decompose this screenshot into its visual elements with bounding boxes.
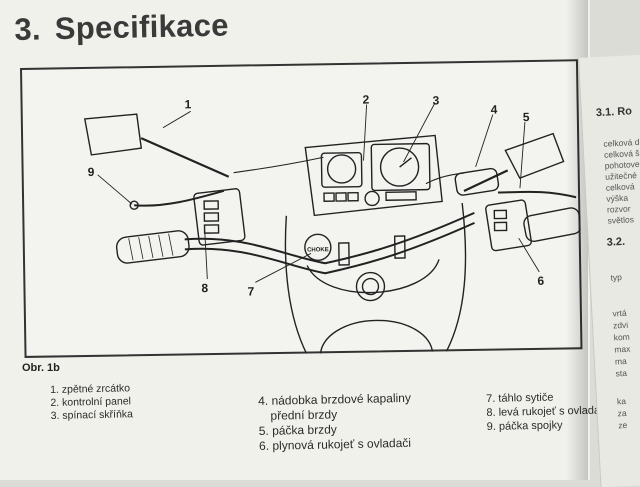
ignition-switch-icon (364, 190, 380, 207)
choke-label: CHOKE (307, 247, 329, 253)
figure-caption: Obr. 1b (22, 362, 60, 374)
facing-page-line: typ (610, 272, 623, 283)
callout-7: 7 (247, 284, 255, 299)
facing-page-line: celková š (603, 147, 640, 160)
legend-item: 6. plynová rukojeť s ovladači (258, 435, 412, 453)
callout-5: 5 (522, 110, 530, 125)
legend-column-2: 4. nádobka brzdové kapaliny přední brzdy… (258, 391, 412, 454)
facing-page-line: rozvor (606, 203, 631, 215)
choke-knob-icon (304, 233, 332, 262)
facing-page-line: ma (614, 355, 627, 367)
legend-column-3: 7. táhlo sytiče 8. levá rukojeť s ovlada… (486, 389, 608, 434)
left-grip-icon (115, 230, 190, 264)
section-heading: 3. Specifikace (14, 8, 229, 48)
facing-page-line: světlos (607, 214, 635, 226)
legend-item: 3. spínací skříňka (50, 408, 134, 422)
callout-1: 1 (184, 97, 192, 112)
legend-item: 4. nádobka brzdové kapaliny (258, 390, 412, 408)
throttle-grip-icon (523, 207, 582, 243)
facing-page-line: ka (616, 395, 627, 407)
handlebar-figure: CHOKE 1 2 3 4 5 6 7 8 9 (20, 59, 583, 358)
facing-page-line: sta (615, 367, 628, 379)
left-mirror-icon (83, 113, 143, 156)
callout-4: 4 (490, 102, 498, 117)
facing-page-line: za (617, 407, 627, 419)
section-title: Specifikace (54, 7, 230, 47)
facing-page-heading: 3.1. Ro (595, 105, 633, 120)
facing-page-line: celková (605, 181, 635, 193)
callout-9: 9 (87, 164, 95, 179)
facing-page-line: výška (606, 192, 629, 204)
legend-column-1: 1. zpětné zrcátko 2. kontrolní panel 3. … (50, 382, 133, 423)
callout-6: 6 (537, 273, 545, 288)
section-number: 3. (14, 11, 42, 47)
legend-item: 8. levá rukojeť s ovladači (486, 404, 609, 419)
dashboard-icon (304, 134, 443, 217)
legend-item: 9. páčka spojky (486, 419, 563, 433)
handlebar-illustration: CHOKE (83, 103, 582, 358)
facing-page-subheading: 3.2. (606, 235, 626, 249)
callout-3: 3 (432, 93, 440, 108)
manual-page: 3. Specifikace (0, 0, 608, 480)
facing-page-line: celková d (603, 136, 640, 149)
facing-page-line: ze (618, 419, 628, 431)
facing-page-line: užitečné (604, 170, 638, 182)
brake-reservoir-icon (454, 167, 500, 196)
callout-8: 8 (201, 281, 209, 296)
right-mirror-icon (504, 132, 565, 180)
callout-2: 2 (362, 92, 370, 107)
facing-page-line: max (614, 343, 631, 355)
facing-page-line: zdvi (612, 319, 629, 331)
facing-page-line: pohotove (604, 158, 640, 171)
facing-page-line: kom (613, 331, 630, 343)
facing-page-line: vrtá (612, 307, 627, 319)
